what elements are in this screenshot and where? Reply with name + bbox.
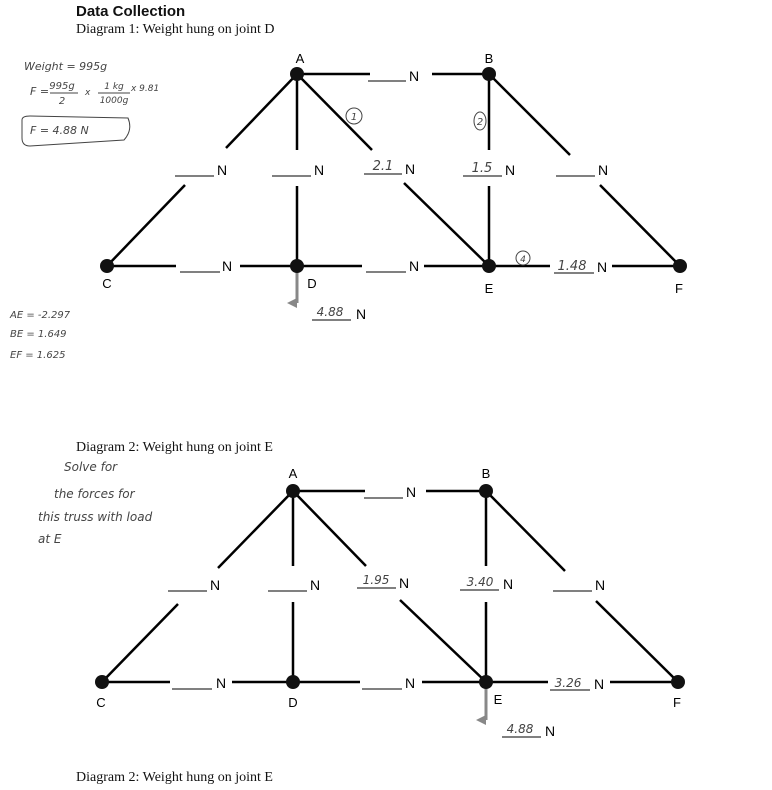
member-ac-upper: [225, 73, 298, 149]
joint-d: [290, 259, 304, 273]
member-ae-lower: [403, 182, 490, 267]
member-bf-upper-2: [485, 490, 566, 572]
joint-label-d: D: [307, 276, 316, 291]
unit-ab-2: N: [406, 484, 416, 500]
unit-ad-2: N: [310, 577, 320, 593]
joint-e-2: [479, 675, 493, 689]
note-be: BE = 1.649: [10, 329, 67, 340]
member-bf-lower: [599, 184, 681, 267]
joint-label-c: C: [102, 276, 111, 291]
unit-ab: N: [409, 68, 419, 84]
note-ae: AE = -2.297: [9, 310, 71, 321]
unit-be: N: [505, 162, 515, 178]
member-ac-lower: [106, 184, 186, 267]
value-ef-d1: 1.48: [558, 259, 587, 274]
note-formula-num: 995g: [49, 81, 74, 92]
joint-a: [290, 67, 304, 81]
svg-text:x: x: [84, 88, 91, 98]
note-solve-1: Solve for: [64, 460, 118, 474]
value-load-d1: 4.88: [317, 305, 344, 319]
joint-e: [482, 259, 496, 273]
value-be-d2: 3.40: [467, 575, 494, 589]
joint-b: [482, 67, 496, 81]
note-solve-3: this truss with load: [38, 510, 153, 524]
joint-label-b-2: B: [482, 466, 491, 481]
member-ac-upper-2: [217, 490, 294, 569]
joint-label-a: A: [296, 51, 305, 66]
joint-label-e-2: E: [494, 692, 503, 707]
diagram-2-truss: A B C D E F N N N 1.95 N 3.40 N N N N 3.…: [95, 466, 685, 739]
joint-label-f-2: F: [673, 695, 681, 710]
member-ae-upper-2: [292, 490, 367, 567]
unit-load-d2: N: [545, 723, 555, 739]
unit-bf: N: [598, 162, 608, 178]
note-result: F = 4.88 N: [30, 124, 89, 137]
note-solve-4: at E: [38, 532, 62, 546]
member-ac-lower-2: [101, 603, 179, 683]
unit-cd: N: [222, 258, 232, 274]
joint-c-2: [95, 675, 109, 689]
value-ae-d1: 2.1: [373, 159, 394, 174]
joint-label-e: E: [485, 281, 494, 296]
value-ae-d2: 1.95: [363, 573, 390, 587]
member-ae-upper: [296, 73, 373, 151]
joint-label-d-2: D: [288, 695, 297, 710]
note-formula-conv-num: 1 kg: [104, 82, 124, 92]
joint-label-b: B: [485, 51, 494, 66]
joint-c: [100, 259, 114, 273]
unit-bf-2: N: [595, 577, 605, 593]
note-solve-2: the forces for: [54, 487, 135, 501]
unit-ae-2: N: [399, 575, 409, 591]
mark-ae: 1: [351, 112, 357, 123]
unit-ac: N: [217, 162, 227, 178]
joint-label-c-2: C: [96, 695, 105, 710]
joint-f: [673, 259, 687, 273]
value-load-d2: 4.88: [507, 722, 534, 736]
unit-ac-2: N: [210, 577, 220, 593]
note-ef: EF = 1.625: [10, 350, 65, 361]
note-formula-den: 2: [59, 96, 65, 107]
note-formula-conv-den: 1000g: [100, 96, 129, 106]
calc-notes: Weight = 995g F = 995g 2 x 1 kg 1000g x …: [9, 60, 159, 361]
joint-f-2: [671, 675, 685, 689]
mark-ef: 4: [520, 255, 526, 265]
member-ae-lower-2: [399, 599, 487, 683]
joint-label-f: F: [675, 281, 683, 296]
joint-label-a-2: A: [289, 466, 298, 481]
unit-load-d1: N: [356, 306, 366, 322]
note-weight: Weight = 995g: [24, 60, 107, 73]
joint-a-2: [286, 484, 300, 498]
diagram-1-truss: A B C D E F N N N 2.1 N 1.5 N N N N 1.48…: [100, 51, 687, 322]
unit-ad: N: [314, 162, 324, 178]
note-formula-tail: x 9.81: [130, 84, 159, 94]
diagram-3-caption: Diagram 2: Weight hung on joint E: [76, 770, 273, 785]
unit-cd-2: N: [216, 675, 226, 691]
note-formula-lhs: F =: [30, 85, 49, 98]
value-ef-d2: 3.26: [555, 676, 582, 690]
member-bf-upper: [488, 73, 571, 156]
diagram-2-caption: Diagram 2: Weight hung on joint E: [76, 440, 273, 455]
unit-ae: N: [405, 161, 415, 177]
unit-ef-2: N: [594, 676, 604, 692]
unit-ef: N: [597, 259, 607, 275]
diagram-1-caption: Diagram 1: Weight hung on joint D: [76, 22, 275, 37]
unit-de-2: N: [405, 675, 415, 691]
joint-d-2: [286, 675, 300, 689]
joint-b-2: [479, 484, 493, 498]
value-be-d1: 1.5: [472, 161, 493, 176]
member-bf-lower-2: [595, 600, 679, 683]
unit-be-2: N: [503, 576, 513, 592]
page-heading: Data Collection: [76, 3, 186, 20]
mark-be: 2: [477, 117, 483, 128]
unit-de: N: [409, 258, 419, 274]
